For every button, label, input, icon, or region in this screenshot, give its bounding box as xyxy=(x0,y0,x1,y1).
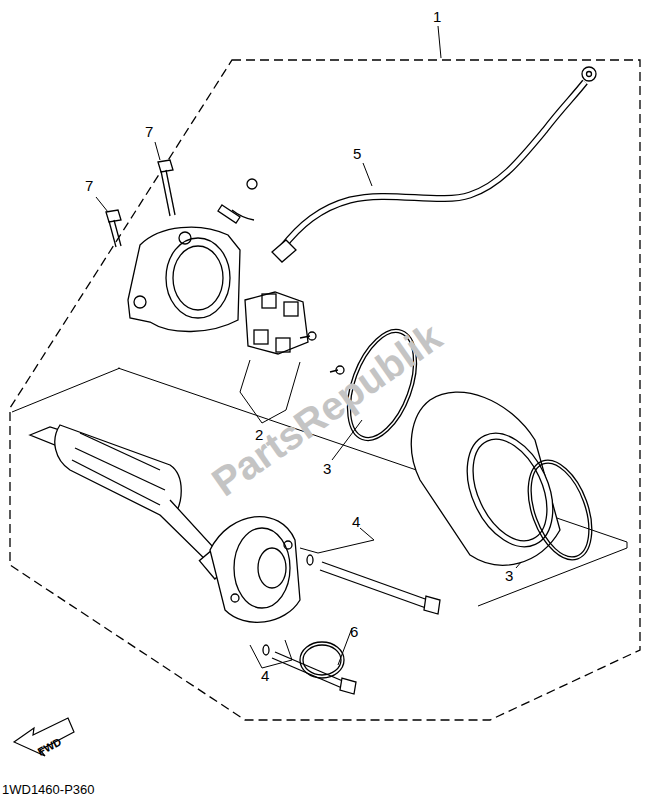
callout-number: 4 xyxy=(261,668,269,683)
subassembly-frame xyxy=(118,368,627,606)
callout-number: 3 xyxy=(323,461,331,476)
diagram-code: 1WD1460-P360 xyxy=(2,783,95,796)
callout-number: 6 xyxy=(350,624,358,639)
callout-number: 4 xyxy=(352,514,360,529)
callout-number: 3 xyxy=(505,568,513,583)
callout-number: 1 xyxy=(433,9,441,24)
callout-number: 2 xyxy=(255,427,263,442)
callout-number: 5 xyxy=(353,146,361,161)
callout-number: 7 xyxy=(145,124,153,139)
assembly-boundary xyxy=(10,60,640,720)
callout-number: 7 xyxy=(85,178,93,193)
